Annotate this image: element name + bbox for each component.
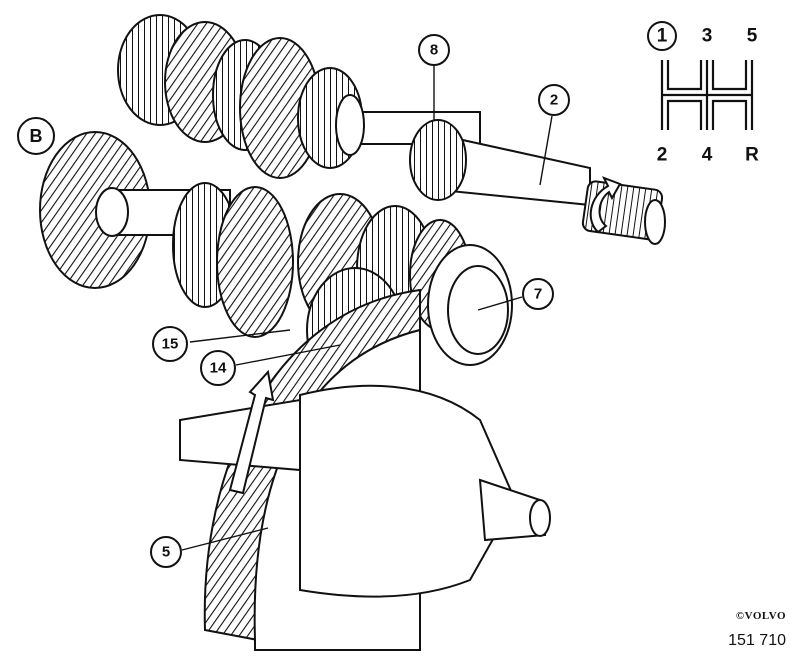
shift-gear-5: 5 <box>747 26 758 47</box>
copyright-notice: ©VOLVO <box>735 610 786 622</box>
synchro-cluster <box>297 193 513 366</box>
callout-5: 5 <box>150 536 182 568</box>
rotation-arrows <box>228 176 622 495</box>
layshaft <box>39 131 294 338</box>
callout-14: 14 <box>200 350 236 386</box>
svg-text:15: 15 <box>162 336 179 353</box>
svg-text:14: 14 <box>210 360 227 377</box>
selected-gear-marker <box>647 21 677 51</box>
shift-gear-r: R <box>745 145 759 166</box>
shift-gear-2: 2 <box>657 145 668 166</box>
callout-15: 15 <box>152 326 188 362</box>
svg-text:7: 7 <box>534 286 542 303</box>
leader-lines <box>181 66 553 551</box>
svg-text:2: 2 <box>550 92 558 109</box>
shift-pattern: 1 3 5 2 4 R <box>647 21 759 166</box>
figure-number: 151 710 <box>728 632 786 649</box>
shift-gear-3: 3 <box>702 26 713 47</box>
shift-gear-4: 4 <box>702 145 713 166</box>
output-rotation-arrow-icon <box>228 369 275 495</box>
input-rotation-arrow-icon <box>589 176 622 234</box>
output-assembly <box>179 288 551 651</box>
upper-shaft-gears <box>117 14 481 179</box>
callout-2: 2 <box>538 84 570 116</box>
svg-text:B: B <box>30 126 43 146</box>
svg-text:5: 5 <box>162 544 170 561</box>
callout-8: 8 <box>418 34 450 66</box>
view-label-b: B <box>17 117 55 155</box>
svg-text:8: 8 <box>430 42 438 59</box>
callout-7: 7 <box>522 278 554 310</box>
shift-gear-1: 1 <box>657 26 668 47</box>
